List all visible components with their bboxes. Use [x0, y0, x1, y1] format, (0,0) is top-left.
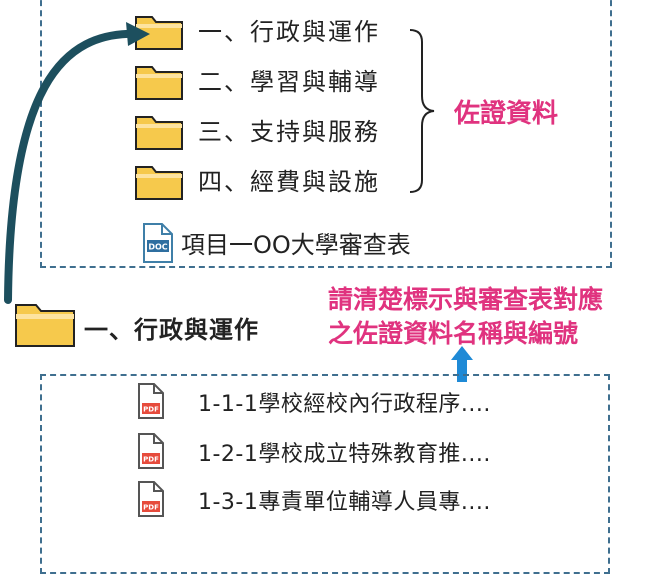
pdf-icon-text: PDF	[143, 456, 159, 464]
folder-icon[interactable]	[134, 111, 184, 151]
doc-icon-text: DOC	[148, 243, 167, 252]
up-arrow-icon	[451, 346, 473, 382]
pdf-icon-text: PDF	[143, 504, 159, 512]
note-line-1: 請清楚標示與審查表對應	[328, 285, 604, 314]
pdf-file-icon[interactable]: PDF	[134, 382, 166, 420]
pdf-icon-text: PDF	[143, 406, 159, 414]
folder-label-funding[interactable]: 四、經費與設施	[198, 168, 380, 196]
folder-icon[interactable]	[134, 161, 184, 201]
doc-file-icon[interactable]: DOC	[138, 222, 176, 264]
folder-label-learning[interactable]: 二、學習與輔導	[198, 68, 380, 96]
file-label[interactable]: 1-3-1專責單位輔導人員專....	[198, 490, 491, 515]
review-doc-label[interactable]: 項目一OO大學審查表	[181, 231, 411, 259]
pdf-file-icon[interactable]: PDF	[134, 432, 166, 470]
note-line-2: 之佐證資料名稱與編號	[328, 319, 579, 348]
folder-label-admin[interactable]: 一、行政與運作	[198, 18, 380, 46]
selected-folder-label[interactable]: 一、行政與運作	[84, 316, 259, 344]
brace-icon	[409, 29, 435, 193]
pdf-file-icon[interactable]: PDF	[134, 480, 166, 518]
folder-icon[interactable]	[134, 11, 184, 51]
selected-folder-icon[interactable]	[14, 298, 76, 348]
file-label[interactable]: 1-1-1學校經校內行政程序....	[198, 392, 491, 417]
file-label[interactable]: 1-2-1學校成立特殊教育推....	[198, 442, 491, 467]
evidence-label: 佐證資料	[454, 99, 559, 129]
folder-icon[interactable]	[134, 61, 184, 101]
folder-label-support[interactable]: 三、支持與服務	[198, 118, 380, 146]
